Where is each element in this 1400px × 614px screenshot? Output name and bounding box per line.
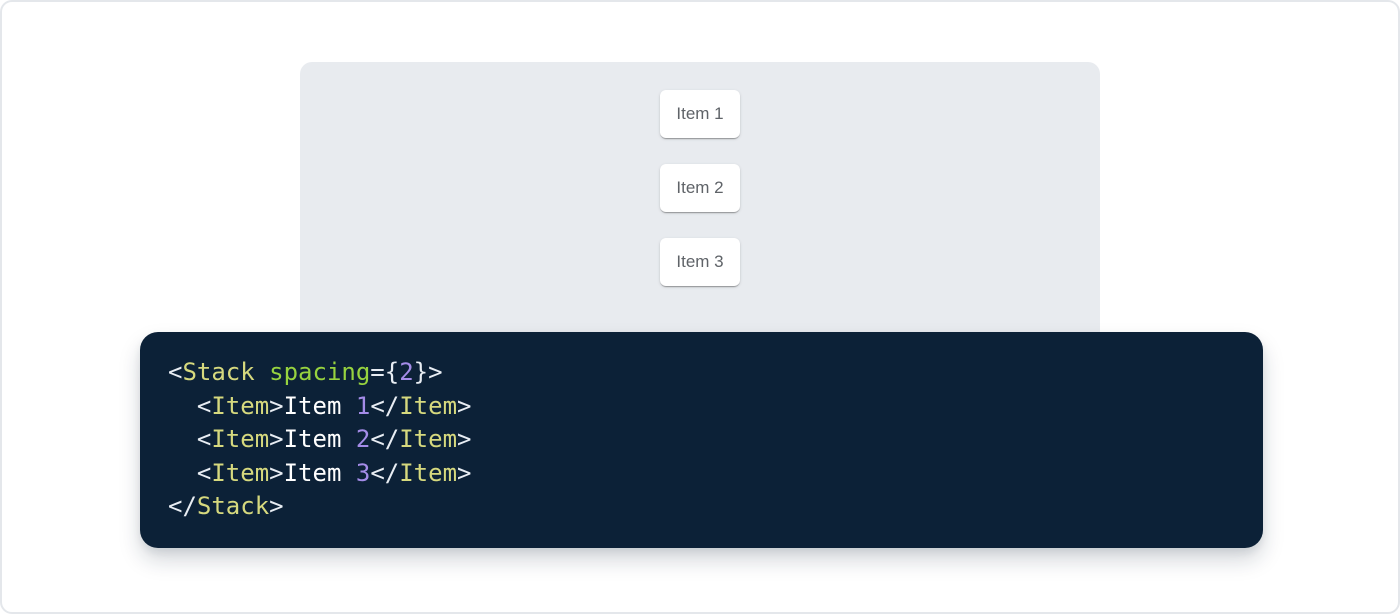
code-token: > xyxy=(269,458,284,487)
code-line-2: <Item>Item 1</Item> xyxy=(168,390,1235,424)
code-token: 1 xyxy=(355,391,371,420)
code-token: > xyxy=(269,391,284,420)
stack-item-1: Item 1 xyxy=(660,90,740,138)
code-block: <Stack spacing={2}> <Item>Item 1</Item> … xyxy=(140,332,1263,548)
code-token: Item xyxy=(283,458,356,487)
code-token: Item xyxy=(211,425,270,454)
code-token: Item xyxy=(283,391,356,420)
stack-item-2: Item 2 xyxy=(660,164,740,212)
stack-item-2-label: Item 2 xyxy=(676,178,724,197)
code-token: 3 xyxy=(355,458,371,487)
stack-item-3-label: Item 3 xyxy=(676,252,724,271)
code-token: Stack xyxy=(182,358,255,386)
code-line-3: <Item>Item 2</Item> xyxy=(168,423,1235,457)
code-token: Item xyxy=(211,458,270,487)
code-token: ={ xyxy=(370,358,400,386)
code-token: </ xyxy=(370,391,400,420)
code-token: </ xyxy=(168,492,197,521)
stack-item-3: Item 3 xyxy=(660,238,740,286)
code-line-1: <Stack spacing={2}> xyxy=(168,356,1235,390)
code-token: > xyxy=(269,425,284,454)
code-token: Item xyxy=(399,391,458,420)
code-token: > xyxy=(269,492,284,521)
code-token: Item xyxy=(399,425,458,454)
code-token: < xyxy=(168,391,212,420)
code-snippet: <Stack spacing={2}> <Item>Item 1</Item> … xyxy=(168,356,1235,524)
code-token: </ xyxy=(370,425,400,454)
code-token: < xyxy=(168,458,212,487)
code-token: Stack xyxy=(196,492,270,521)
code-token: > xyxy=(457,425,472,454)
code-token: < xyxy=(168,358,183,386)
code-line-5: </Stack> xyxy=(168,490,1235,524)
code-token: > xyxy=(457,458,472,487)
code-token: Item xyxy=(283,425,356,454)
code-token: > xyxy=(457,391,472,420)
code-line-4: <Item>Item 3</Item> xyxy=(168,457,1235,491)
code-token: }> xyxy=(413,358,443,386)
code-token: spacing xyxy=(254,358,371,386)
code-token: Item xyxy=(211,391,270,420)
demo-panel: Item 1 Item 2 Item 3 xyxy=(300,62,1100,362)
code-token: </ xyxy=(370,458,400,487)
code-token: Item xyxy=(399,458,458,487)
code-token: 2 xyxy=(355,425,371,454)
code-token: < xyxy=(168,425,212,454)
stack-item-1-label: Item 1 xyxy=(676,104,724,123)
code-token: 2 xyxy=(399,358,414,386)
